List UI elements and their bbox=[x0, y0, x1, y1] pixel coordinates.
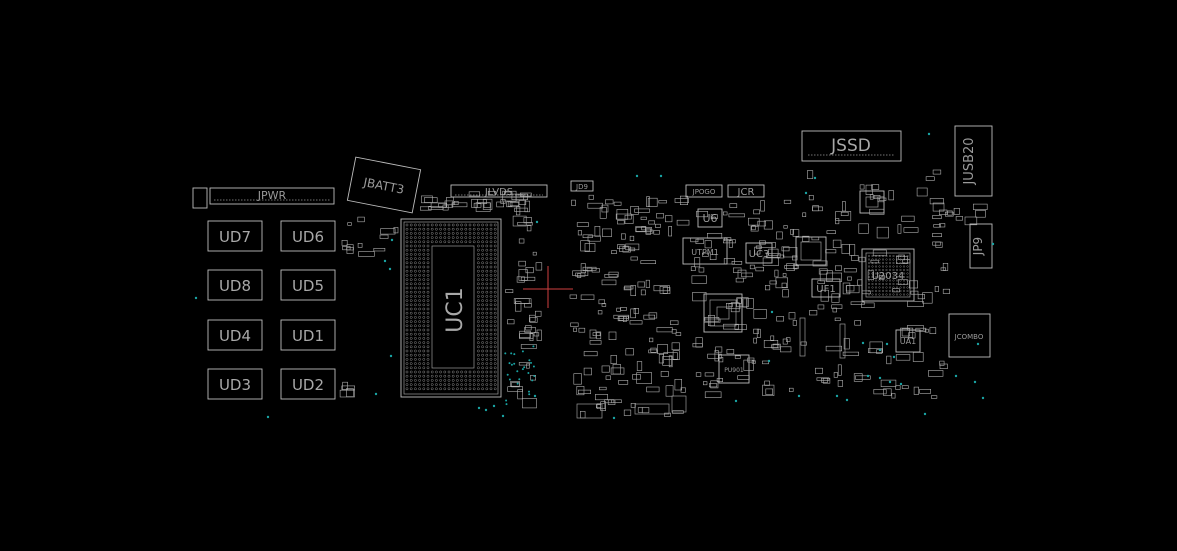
refdes-jusb20: JUSB20 bbox=[962, 137, 977, 185]
chip-u2034[interactable]: U2034 bbox=[861, 248, 915, 302]
connector-jcr[interactable]: JCR bbox=[727, 184, 765, 198]
connector-small-left[interactable] bbox=[192, 187, 208, 209]
chip-bga-upper[interactable] bbox=[795, 236, 827, 266]
connector-jd9[interactable]: JD9 bbox=[570, 180, 594, 192]
chip-pu901[interactable]: PU901 bbox=[718, 354, 750, 384]
via-layer bbox=[194, 132, 995, 420]
refdes-jlvds: JLVDS bbox=[484, 187, 513, 198]
refdes-ud3: UD3 bbox=[219, 376, 251, 394]
memory-chip-ud1[interactable]: UD1 bbox=[280, 319, 336, 351]
connector-jlvds[interactable]: JLVDS bbox=[450, 184, 548, 198]
refdes-ud4: UD4 bbox=[219, 327, 251, 345]
connector-jssd[interactable]: JSSD bbox=[801, 130, 902, 162]
cpu-ball-grid bbox=[405, 223, 497, 391]
refdes-ud7: UD7 bbox=[219, 228, 251, 246]
chip-ua1[interactable]: UA1 bbox=[895, 329, 921, 353]
refdes-u2034: U2034 bbox=[872, 271, 905, 282]
refdes-jpogo: JPOGO bbox=[692, 188, 716, 196]
memory-chip-ud6[interactable]: UD6 bbox=[280, 220, 336, 252]
refdes-jpwr: JPWR bbox=[257, 189, 287, 202]
memory-chip-ud3[interactable]: UD3 bbox=[207, 368, 263, 400]
refdes-ud8: UD8 bbox=[219, 277, 251, 295]
cpu-uc1[interactable]: UC1 bbox=[400, 218, 502, 398]
chip-utpm1[interactable]: UTPM1 bbox=[682, 237, 728, 265]
refdes-ud2: UD2 bbox=[292, 376, 324, 394]
refdes-ud5: UD5 bbox=[292, 277, 324, 295]
chip-u6[interactable]: U6 bbox=[697, 208, 723, 228]
refdes-u6: U6 bbox=[702, 212, 717, 225]
connector-jpogo[interactable]: JPOGO bbox=[685, 184, 723, 198]
connector-jp9[interactable]: JP9 bbox=[969, 223, 993, 269]
refdes-jd9: JD9 bbox=[575, 183, 588, 191]
refdes-jcr: JCR bbox=[737, 187, 755, 198]
refdes-jp9: JP9 bbox=[971, 237, 985, 256]
refdes-ua1: UA1 bbox=[900, 337, 916, 346]
refdes-pu901: PU901 bbox=[724, 367, 744, 374]
memory-chip-ud5[interactable]: UD5 bbox=[280, 269, 336, 301]
chip-uf1[interactable]: UF1 bbox=[811, 278, 841, 298]
refdes-jcombo: JCOMBO bbox=[954, 333, 984, 341]
passive-components-layer bbox=[339, 169, 988, 419]
refdes-ud6: UD6 bbox=[292, 228, 324, 246]
memory-chip-ud4[interactable]: UD4 bbox=[207, 319, 263, 351]
memory-chip-ud8[interactable]: UD8 bbox=[207, 269, 263, 301]
refdes-jssd: JSSD bbox=[830, 136, 871, 156]
connector-jcombo[interactable]: JCOMBO bbox=[948, 313, 991, 358]
refdes-uc1: UC1 bbox=[443, 287, 468, 332]
chip-bga-center[interactable] bbox=[703, 293, 743, 333]
memory-chip-ud7[interactable]: UD7 bbox=[207, 220, 263, 252]
connector-jpwr[interactable]: JPWR bbox=[209, 187, 335, 205]
refdes-utpm1: UTPM1 bbox=[691, 248, 719, 257]
refdes-ud1: UD1 bbox=[292, 327, 324, 345]
refdes-uf1: UF1 bbox=[816, 284, 835, 295]
memory-chip-ud2[interactable]: UD2 bbox=[280, 368, 336, 400]
connector-jusb20[interactable]: JUSB20 bbox=[954, 125, 993, 197]
refdes-uc3: UC3 bbox=[749, 249, 770, 260]
origin-marker bbox=[523, 266, 573, 308]
